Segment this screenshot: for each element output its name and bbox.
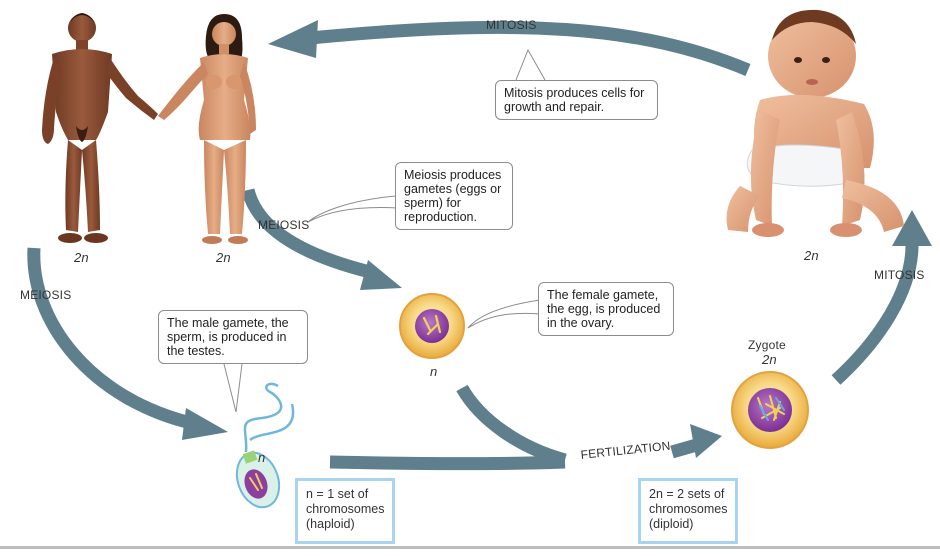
haploid-info-box: n = 1 set of chromosomes (haploid) [295, 478, 395, 544]
meiosis-left-label: MEIOSIS [20, 288, 72, 302]
sperm-cell [235, 382, 295, 509]
male-gamete-callout-line: The male gamete, the [167, 316, 289, 330]
meiosis-center-label: MEIOSIS [258, 218, 310, 232]
meiosis-callout: Meiosis produces gametes (eggs or sperm)… [395, 162, 513, 230]
meiosis-callout-line: gametes (eggs or [404, 182, 502, 196]
male-gamete-callout-line: sperm, is produced in [167, 330, 287, 344]
male-gamete-callout-pointer [223, 363, 243, 413]
adult-male-figure [42, 13, 158, 243]
diploid-info-box: 2n = 2 sets of chromosomes (diploid) [638, 478, 738, 544]
diploid-info-line: 2n = 2 sets of [649, 487, 725, 501]
meiosis-callout-line: Meiosis produces [404, 168, 502, 182]
meiosis-left-arrowhead [182, 408, 228, 440]
baby-figure [726, 9, 904, 237]
adult-female-figure [158, 14, 256, 244]
mitosis-callout-line: Mitosis produces cells for [504, 86, 645, 100]
haploid-info-line: (haploid) [306, 517, 355, 531]
female-ploidy-label: 2n [216, 250, 231, 265]
male-gamete-callout-line: the testes. [167, 344, 225, 358]
fertilization-sperm-arrow [329, 455, 566, 470]
bottom-divider [0, 546, 940, 549]
meiosis-center-arrowhead [360, 260, 402, 290]
mitosis-right-arrow-shaft [831, 244, 919, 385]
baby-ploidy-label: 2n [804, 248, 819, 263]
fertilization-to-zygote-arrowhead [690, 424, 722, 458]
zygote-ploidy-label: 2n [762, 352, 777, 367]
haploid-info-line: n = 1 set of [306, 487, 369, 501]
meiosis-callout-line: reproduction. [404, 210, 477, 224]
meiosis-center-arrow-shaft [241, 188, 372, 279]
mitosis-callout-line: growth and repair. [504, 100, 605, 114]
fertilization-egg-arrow [456, 384, 567, 467]
mitosis-right-arrowhead [892, 210, 932, 246]
mitosis-top-arrow-shaft [309, 20, 751, 77]
mitosis-callout-pointer [515, 48, 546, 81]
mitosis-callout: Mitosis produces cells for growth and re… [495, 80, 658, 120]
female-gamete-callout-line: in the ovary. [547, 316, 615, 330]
meiosis-callout-pointer [307, 195, 399, 223]
female-gamete-callout-pointer [467, 299, 541, 329]
female-gamete-callout-line: the egg, is produced [547, 302, 661, 316]
male-gamete-callout: The male gamete, the sperm, is produced … [158, 310, 308, 364]
diploid-info-line: chromosomes [649, 502, 728, 516]
mitosis-right-label: MITOSIS [874, 268, 925, 282]
female-gamete-callout-line: The female gamete, [547, 288, 659, 302]
diploid-info-line: (diploid) [649, 517, 694, 531]
sperm-ploidy-label: n [258, 450, 266, 465]
mitosis-top-label: MITOSIS [486, 18, 537, 32]
egg-cell [399, 293, 465, 359]
female-gamete-callout: The female gamete, the egg, is produced … [538, 282, 674, 336]
zygote-title-label: Zygote [748, 338, 786, 352]
male-ploidy-label: 2n [74, 250, 89, 265]
meiosis-left-arrow-shaft [27, 247, 197, 431]
mitosis-top-arrowhead [268, 20, 318, 58]
meiosis-callout-line: sperm) for [404, 196, 461, 210]
egg-ploidy-label: n [430, 364, 438, 379]
zygote-cell [731, 371, 809, 449]
haploid-info-line: chromosomes [306, 502, 385, 516]
